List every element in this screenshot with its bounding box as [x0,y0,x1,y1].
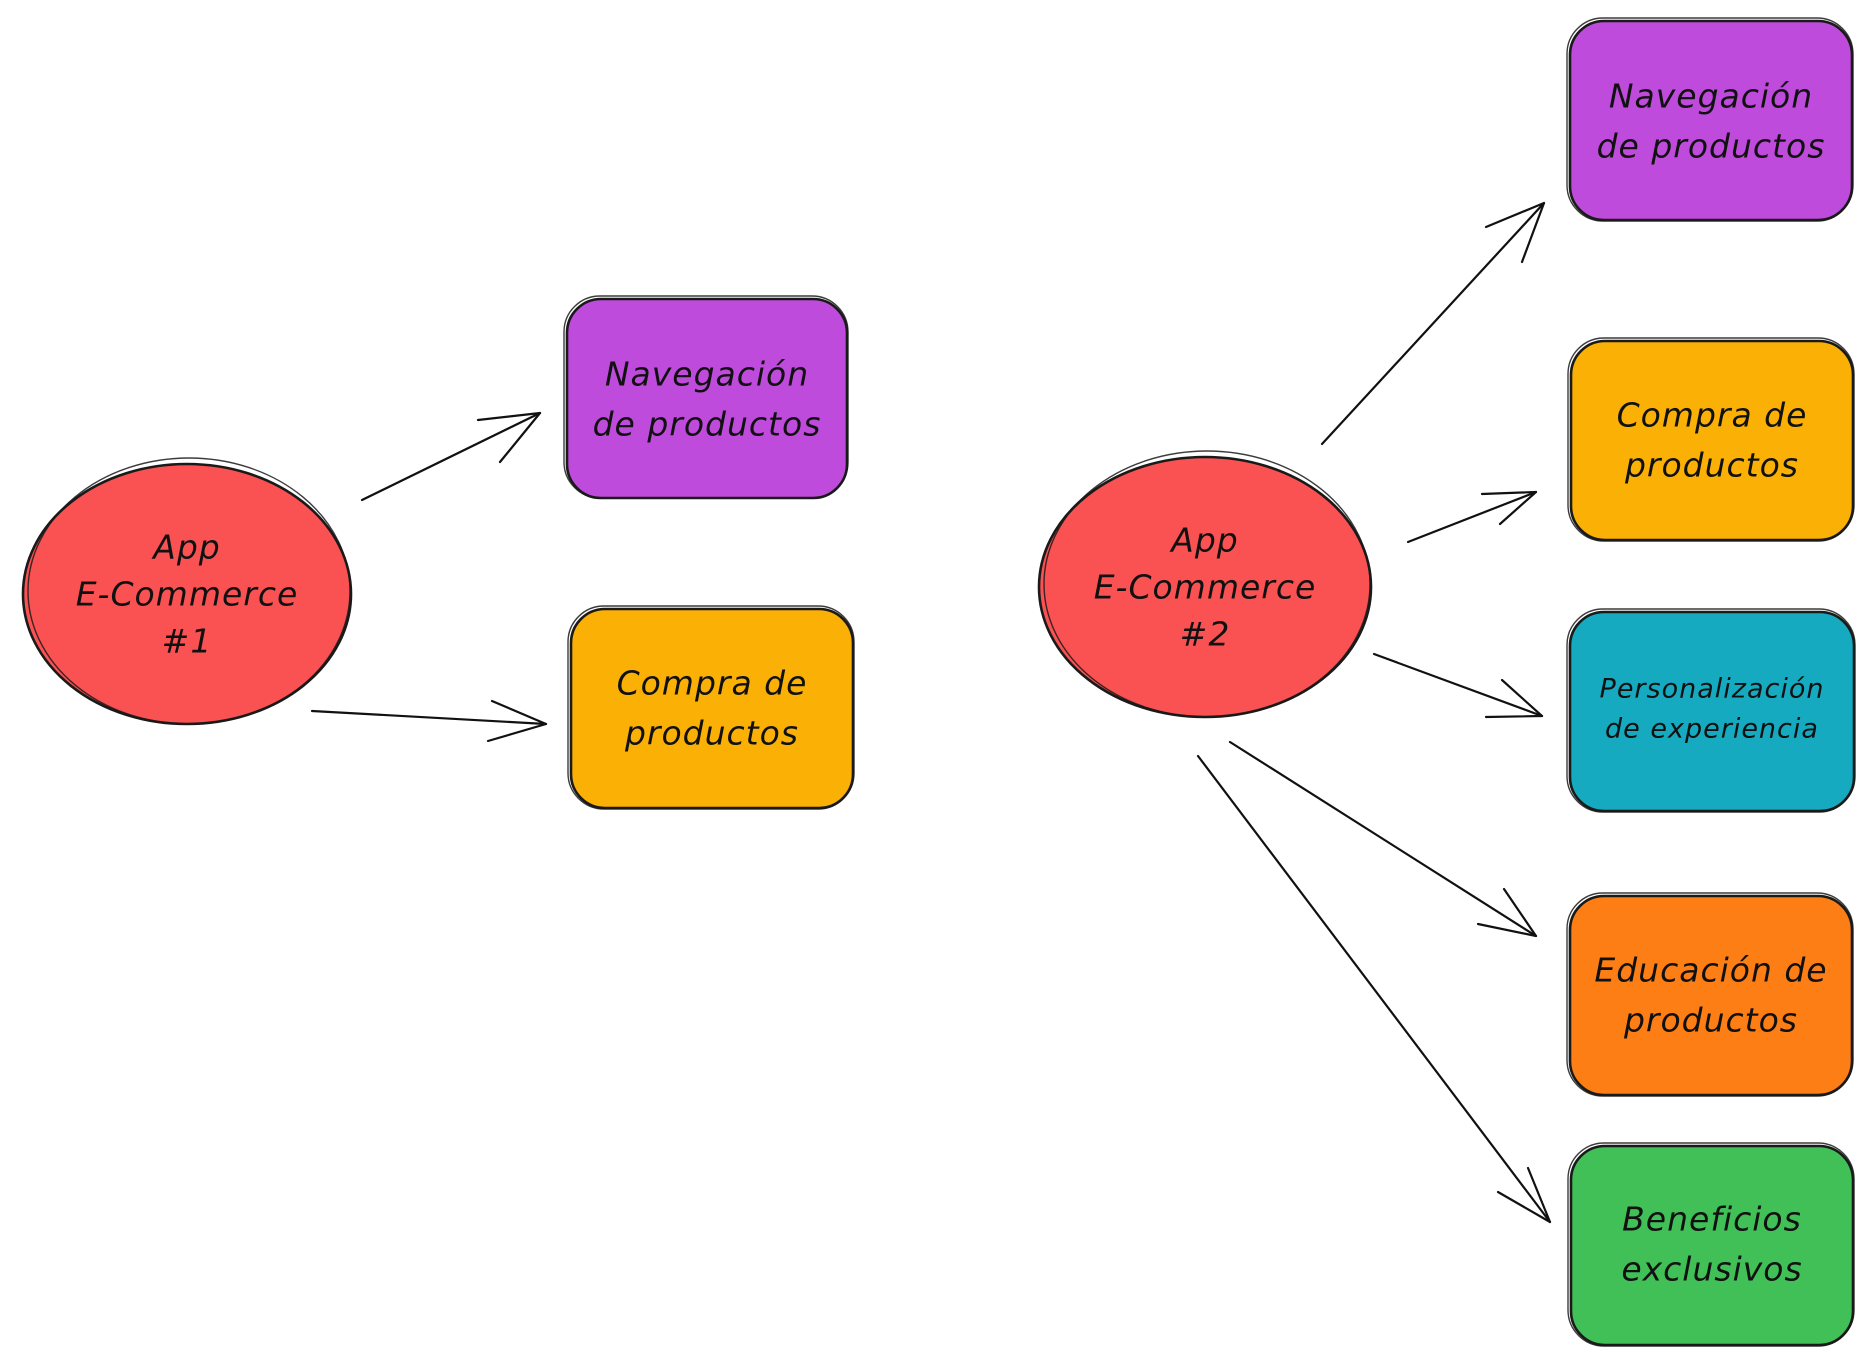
app1-label-line2: E-Commerce [76,575,299,614]
app2-arrow-educacion [1228,740,1538,938]
app1-child-navegacion-line1: Navegación [605,355,809,394]
app1-child-navegacion[interactable]: Navegación de productos [563,295,849,500]
app2-child-personalizacion-line2: de experiencia [1605,714,1819,745]
app2-child-compra-line2: productos [1624,446,1799,485]
app2-child-beneficios-line2: exclusivos [1621,1250,1802,1289]
app1-child-compra[interactable]: Compra de productos [567,605,855,810]
app2-child-educacion-line1: Educación de [1594,951,1827,990]
app1-arrow-compra [310,699,548,743]
app2-child-beneficios-sketch [1567,1142,1855,1347]
app2-child-educacion-box [1568,894,1854,1097]
app2-child-compra[interactable]: Compra de productos [1567,337,1855,542]
app2-arrow-personalizacion [1372,652,1544,719]
app2-child-navegacion-box [1568,19,1854,222]
app1-child-compra-sketch [567,605,855,810]
app2-child-beneficios-box [1569,1144,1855,1347]
app2-child-educacion-line2: productos [1623,1001,1798,1040]
arrow-right-icon [360,411,542,502]
app2-node[interactable]: App E-Commerce #2 [1037,450,1373,719]
arrow-right-icon [1406,490,1538,544]
app2-label-line2: E-Commerce [1094,568,1317,607]
app1-arrow-navegacion [360,411,542,502]
app2-child-navegacion-line1: Navegación [1609,77,1813,116]
arrow-head [1484,678,1544,719]
arrow-right-icon [1372,652,1544,718]
app2-child-compra-sketch [1567,337,1855,542]
arrow-head [1480,490,1538,526]
app2-label-line3: #2 [1180,615,1231,654]
app2-child-educacion[interactable]: Educación de productos [1566,892,1854,1097]
app1-child-compra-line2: productos [624,714,799,753]
app2-child-navegacion[interactable]: Navegación de productos [1566,17,1854,222]
app2-child-educacion-sketch [1566,892,1854,1097]
arrow-right-icon [310,709,548,726]
arrow-right-icon [1228,740,1538,938]
app2-child-beneficios-line1: Beneficios [1622,1200,1802,1239]
arrow-right-icon [1320,201,1546,446]
app2-child-navegacion-sketch [1566,17,1854,222]
app1-node[interactable]: App E-Commerce #1 [21,457,353,726]
app1-label-line1: App [151,528,220,567]
arrow-head [1476,887,1538,938]
app1-child-compra-line1: Compra de [617,664,808,703]
app2-child-personalizacion-line1: Personalización [1600,674,1825,705]
app2-arrow-beneficios [1196,754,1552,1224]
arrow-head [1496,1166,1552,1224]
app2-arrow-compra [1406,490,1538,544]
app1-child-navegacion-line2: de productos [593,405,822,444]
app1-child-navegacion-box [565,297,849,500]
app2-child-personalizacion-sketch [1566,608,1856,813]
app2-arrow-navegacion [1320,201,1546,446]
app2-child-navegacion-line2: de productos [1597,127,1826,166]
app2-child-compra-box [1569,339,1855,542]
arrow-head [476,411,542,464]
arrow-right-icon [1196,754,1552,1224]
arrow-head [1484,201,1546,264]
app2-child-beneficios[interactable]: Beneficios exclusivos [1567,1142,1855,1347]
app2-label-line1: App [1169,521,1238,560]
app1-child-compra-box [569,607,855,810]
arrow-head [486,699,548,743]
app2-child-personalizacion-box [1568,610,1856,813]
app1-ellipse-sketch [27,457,351,725]
app2-child-compra-line1: Compra de [1617,396,1808,435]
app2-ellipse-sketch [1043,450,1371,718]
app2-child-personalizacion[interactable]: Personalización de experiencia [1566,608,1856,813]
app1-child-navegacion-sketch [563,295,849,499]
app1-label-line3: #1 [162,622,213,661]
